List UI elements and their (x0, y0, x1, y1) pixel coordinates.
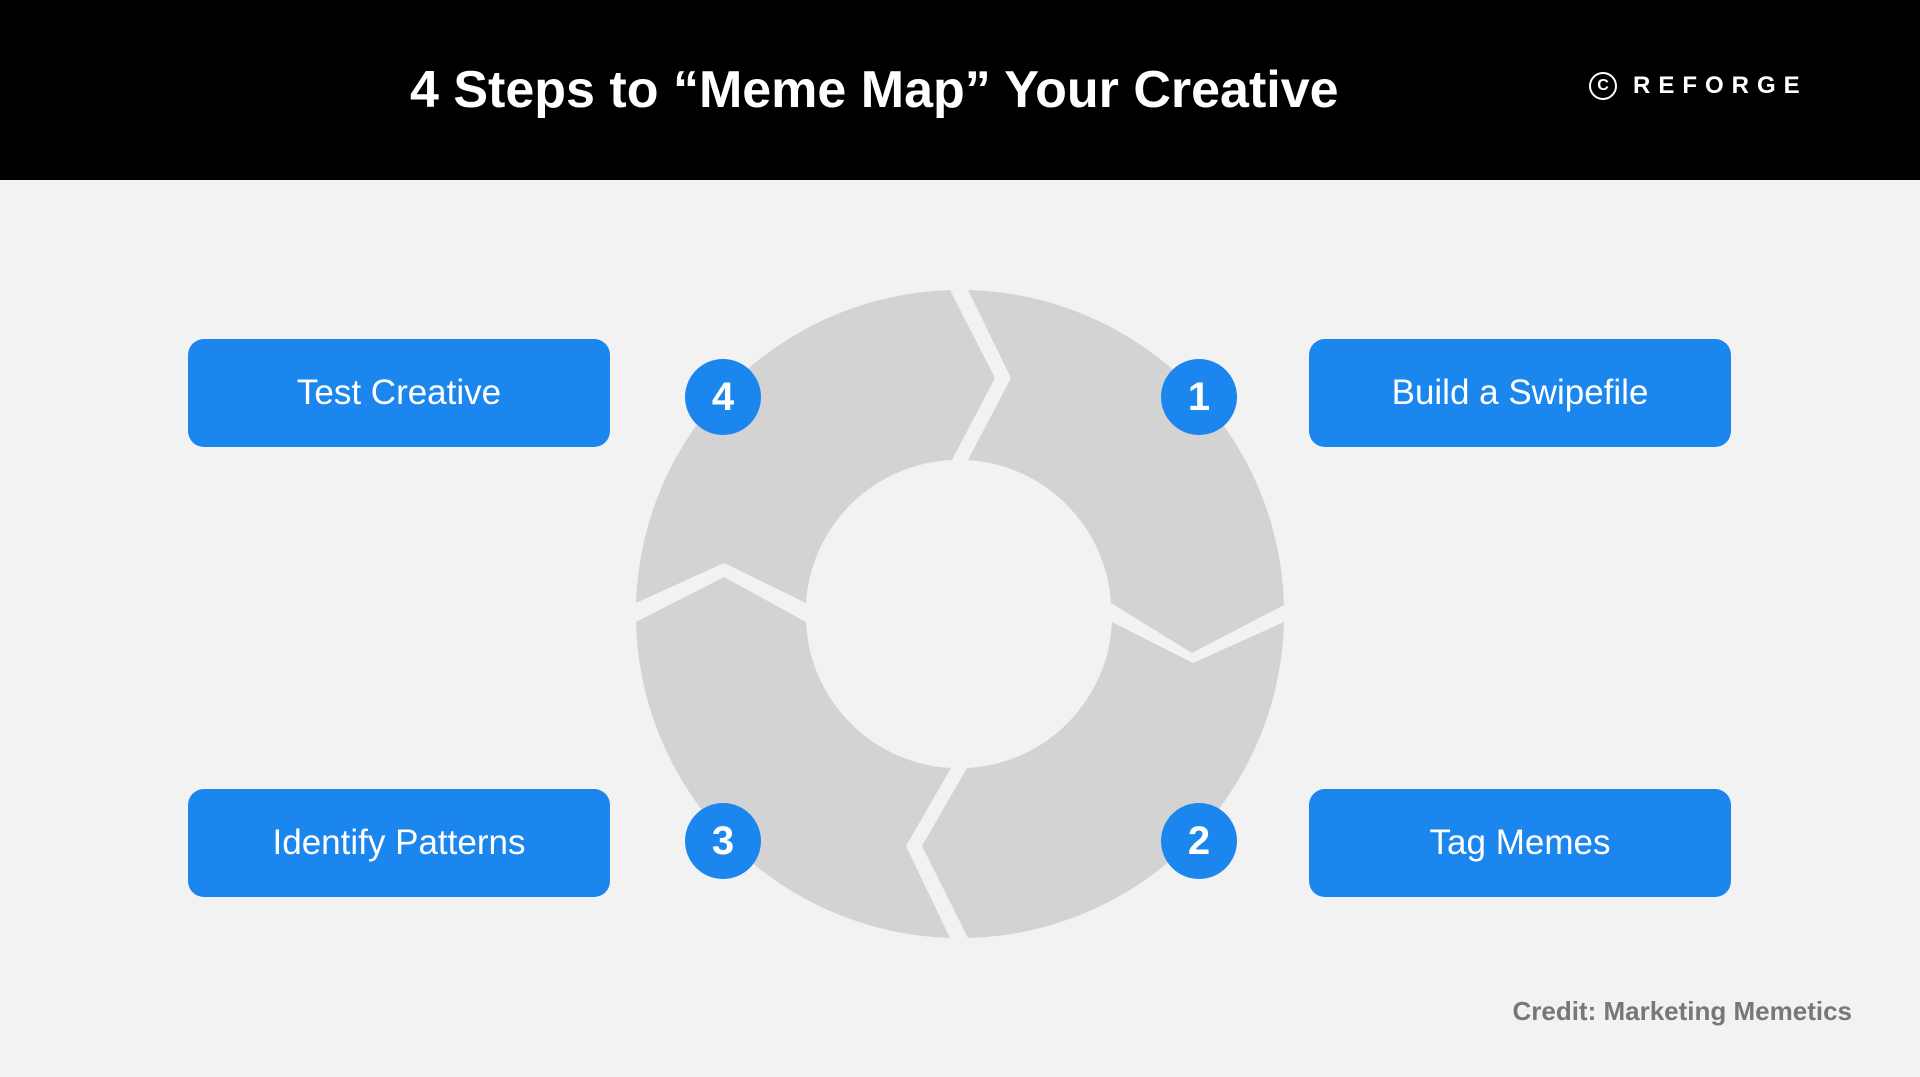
cycle-segment-2 (922, 622, 1284, 938)
cycle-segment-3 (636, 577, 951, 938)
step-box-build-swipefile: Build a Swipefile (1309, 339, 1731, 447)
page-title: 4 Steps to “Meme Map” Your Creative (410, 61, 1339, 119)
credit-text: Credit: Marketing Memetics (1512, 996, 1852, 1026)
step-number-4: 4 (685, 359, 761, 435)
copyright-circle-icon: C (1589, 72, 1617, 100)
brand-name: REFORGE (1633, 72, 1808, 99)
step-number-1: 1 (1161, 359, 1237, 435)
cycle-segment-4 (636, 290, 995, 603)
brand-logo: C REFORGE (1589, 72, 1808, 100)
step-box-identify-patterns: Identify Patterns (188, 789, 610, 897)
cycle-segment-1 (968, 290, 1284, 653)
step-number-2: 2 (1161, 803, 1237, 879)
step-box-tag-memes: Tag Memes (1309, 789, 1731, 897)
step-number-3: 3 (685, 803, 761, 879)
step-box-test-creative: Test Creative (188, 339, 610, 447)
header-bar: 4 Steps to “Meme Map” Your Creative C RE… (0, 0, 1920, 180)
